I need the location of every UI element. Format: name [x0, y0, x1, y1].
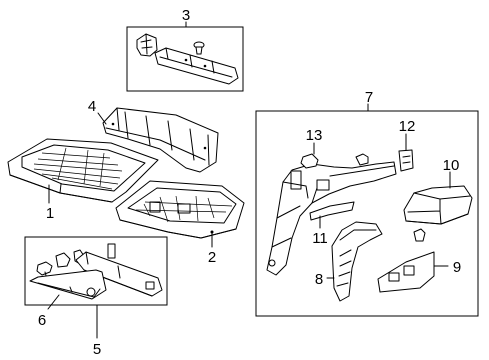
- part-4-cross-member: [102, 107, 219, 173]
- part-7-small-clip: [355, 153, 369, 166]
- callout-10: 10: [443, 157, 460, 174]
- part-6-reinforcement: [29, 269, 107, 300]
- part-9-clip: [413, 228, 426, 242]
- part-3-rear-panel: [154, 47, 239, 85]
- callout-1: 1: [46, 205, 54, 222]
- callout-4: 4: [88, 98, 96, 115]
- part-7-rail-assembly: [266, 161, 397, 276]
- callout-2: 2: [208, 249, 216, 266]
- group-box-5: [24, 236, 168, 306]
- callout-7: 7: [365, 89, 373, 106]
- leader-line-4: [97, 112, 107, 125]
- callout-3: 3: [182, 7, 190, 24]
- part-9-bracket: [377, 251, 435, 293]
- part-11-brace: [309, 201, 355, 221]
- callouts: 3 4 1 2 6 5 7 13 12 10 11 8 9: [38, 7, 461, 358]
- leader-lines: [47, 21, 451, 339]
- part-10-panel: [403, 185, 473, 225]
- callout-6: 6: [38, 312, 46, 329]
- part-12-bracket: [398, 149, 414, 172]
- part-5-bracket: [55, 252, 71, 268]
- part-3-bracket: [136, 33, 158, 57]
- part-5-upright-post: [107, 243, 116, 259]
- group-box-7: [255, 110, 479, 317]
- callout-9: 9: [453, 259, 461, 276]
- part-13-clip: [300, 153, 319, 169]
- leader-line-6: [47, 294, 60, 310]
- part-8-inner-panel: [331, 221, 383, 302]
- callout-11: 11: [312, 230, 328, 247]
- part-2-rear-floor: [115, 180, 245, 239]
- part-3-clip: [193, 41, 205, 55]
- callout-8: 8: [315, 271, 323, 288]
- group-box-3: [126, 26, 244, 92]
- callout-12: 12: [399, 118, 416, 135]
- callout-13: 13: [306, 127, 323, 144]
- callout-5: 5: [93, 341, 101, 358]
- part-1-floor-pan: [7, 138, 159, 203]
